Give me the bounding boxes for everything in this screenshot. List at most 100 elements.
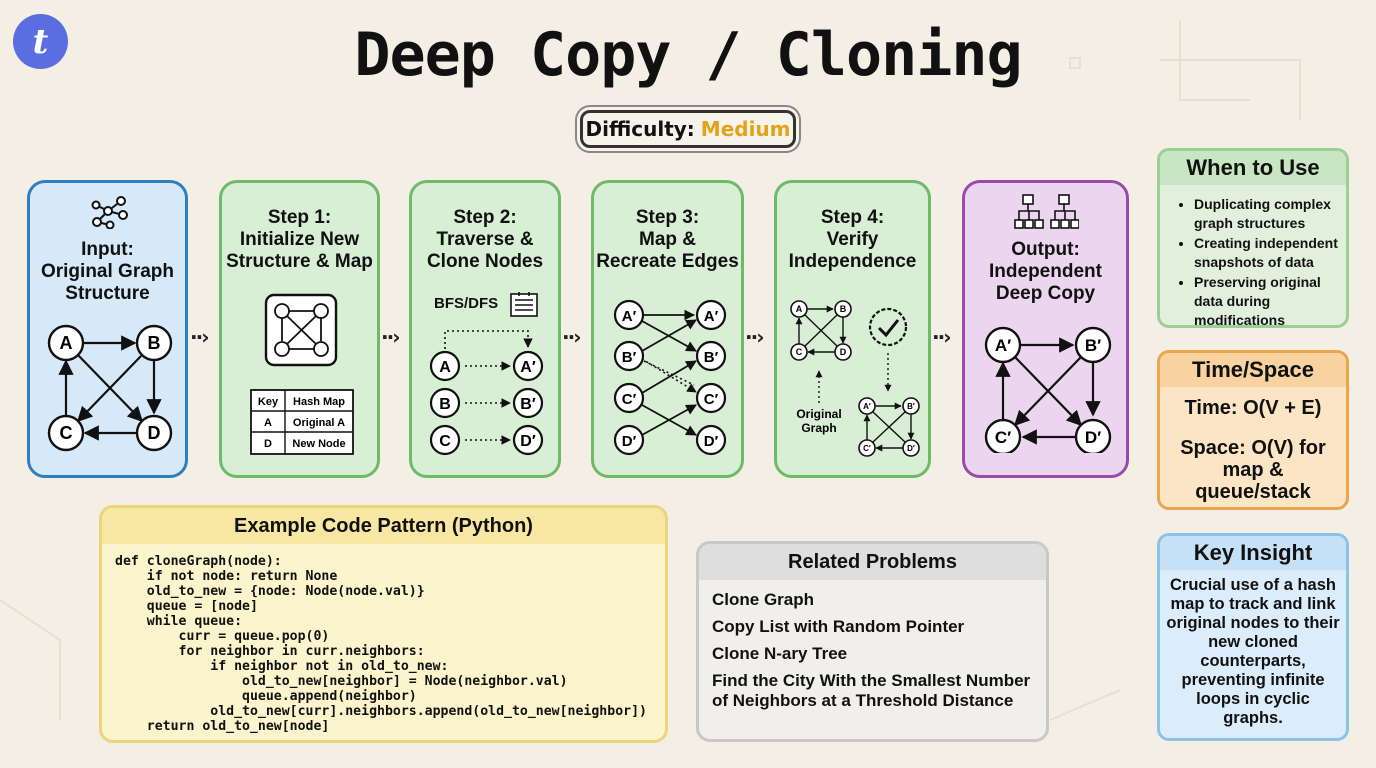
graph-node: D′ [520, 433, 536, 450]
step3-title-line: Recreate Edges [596, 251, 739, 272]
graph-node: B′ [622, 349, 637, 366]
flow-arrow-icon: ··› [745, 325, 764, 349]
step2-title-line: Step 2: [453, 207, 517, 228]
graph-node: D′ [1085, 428, 1101, 447]
when-to-use-list: Duplicating complex graph structures Cre… [1160, 195, 1346, 325]
table-cell: Original A [293, 417, 345, 429]
step1-title-line: Structure & Map [226, 251, 373, 272]
step1-title-line: Step 1: [267, 207, 332, 228]
related-problem-item: Clone N-ary Tree [712, 644, 848, 663]
step3-title-line: Step 3: [635, 207, 700, 228]
graph-node: C′ [622, 391, 637, 408]
graph-node: C′ [995, 428, 1011, 447]
input-graph: A B C D [47, 324, 173, 452]
clone-nodes-diagram: A A′ B B′ C D′ [429, 330, 544, 456]
bfs-dfs-label: BFS/DFS [434, 295, 499, 312]
logo-badge: t [13, 14, 68, 69]
key-insight-panel: Key Insight Crucial use of a hash map to… [1157, 533, 1349, 741]
output-title-line: Independent [989, 261, 1102, 282]
graph-node: A [60, 333, 73, 353]
table-cell: Hash Map [293, 396, 345, 408]
step1-title: Step 1: Initialize New Structure & Map [222, 207, 377, 273]
graph-node: B′ [907, 402, 915, 411]
key-insight-text: Crucial use of a hash map to track and l… [1166, 576, 1340, 727]
when-to-use-panel: When to Use Duplicating complex graph st… [1157, 148, 1349, 328]
flow-arrow-icon: ··› [932, 325, 951, 349]
step3-title: Step 3: Map & Recreate Edges [594, 207, 741, 273]
flow-arrow-icon: ··› [190, 325, 209, 349]
code-title: Example Code Pattern (Python) [102, 508, 665, 544]
graph-node: D′ [907, 444, 915, 453]
code-panel: Example Code Pattern (Python) def cloneG… [99, 505, 668, 743]
time-space-body: Time: O(V + E) Space: O(V) for map & que… [1160, 397, 1346, 503]
list-item: Preserving original data during modifica… [1194, 273, 1346, 325]
graph-node: B′ [704, 349, 719, 366]
graph-node: D [148, 423, 161, 443]
list-icon [510, 292, 538, 317]
difficulty-badge: Difficulty: Medium [580, 110, 796, 148]
list-item: Duplicating complex graph structures [1194, 195, 1346, 233]
space-complexity: map & [1222, 459, 1284, 481]
graph-node: D′ [622, 433, 637, 450]
time-complexity: Time: O(V + E) [1184, 397, 1322, 419]
graph-node: D′ [704, 433, 719, 450]
step2-title: Step 2: Traverse & Clone Nodes [412, 207, 558, 273]
graph-node: B [840, 304, 847, 314]
time-space-title: Time/Space [1160, 353, 1346, 387]
space-complexity: Space: O(V) for [1180, 437, 1326, 459]
step2-title-line: Clone Nodes [426, 251, 544, 272]
related-title: Related Problems [699, 544, 1046, 580]
time-space-panel: Time/Space Time: O(V + E) Space: O(V) fo… [1157, 350, 1349, 510]
recreate-edges-diagram: A′ A′ B′ B′ C′ C′ D′ D′ [613, 299, 727, 456]
related-list: Clone Graph Copy List with Random Pointe… [699, 580, 1046, 711]
flow-arrow-icon: ··› [381, 325, 400, 349]
space-complexity: queue/stack [1195, 481, 1311, 503]
hierarchy-copy-icon [1014, 194, 1079, 229]
when-to-use-title: When to Use [1160, 151, 1346, 185]
graph-node: A [439, 359, 451, 376]
graph-node: C [439, 433, 451, 450]
graph-node: A′ [704, 308, 719, 325]
output-title-line: Output: [1011, 239, 1080, 260]
hash-map-table: Key Hash Map A Original A D New Node [250, 389, 354, 455]
graph-node: A′ [863, 402, 871, 411]
graph-node: C [60, 423, 73, 443]
related-problem-item: Find the City With the Smallest Number o… [712, 671, 1031, 710]
input-title: Input: Original Graph Structure [30, 239, 185, 305]
step1-panel: Step 1: Initialize New Structure & Map K… [219, 180, 380, 478]
original-graph-label: Graph [801, 421, 836, 435]
step4-title-line: Independence [788, 251, 917, 272]
input-title-line: Structure [65, 283, 150, 304]
graph-node: B [439, 396, 451, 413]
logo-glyph: t [32, 21, 49, 62]
table-cell: D [264, 438, 272, 450]
graph-node: D [840, 347, 847, 357]
step4-title-line: Verify [826, 229, 879, 250]
original-graph-label: Original [796, 407, 841, 421]
input-panel: Input: Original Graph Structure A B C D [27, 180, 188, 478]
graph-node: A [796, 304, 803, 314]
step2-panel: Step 2: Traverse & Clone Nodes BFS/DFS A… [409, 180, 561, 478]
difficulty-level: Medium [700, 117, 791, 141]
graph-node: A′ [520, 359, 536, 376]
input-title-line: Original Graph [40, 261, 175, 282]
check-circle-icon [868, 307, 908, 347]
graph-node: C′ [704, 391, 719, 408]
graph-node: A′ [995, 336, 1011, 355]
step4-title: Step 4: Verify Independence [777, 207, 928, 273]
graph-network-icon [91, 196, 128, 229]
output-graph: A′ B′ C′ D′ [984, 326, 1112, 453]
step2-title-line: Traverse & [436, 229, 534, 250]
graph-node: B′ [1085, 336, 1101, 355]
empty-structure-icon [264, 293, 338, 367]
step4-title-line: Step 4: [820, 207, 885, 228]
graph-node: C′ [863, 444, 871, 453]
verify-diagram: A B C D Original Graph A′ B′ [790, 300, 920, 457]
output-panel: Output: Independent Deep Copy A′ B′ C′ D… [962, 180, 1129, 478]
flow-arrow-icon: ··› [562, 325, 581, 349]
related-problem-item: Copy List with Random Pointer [712, 617, 965, 636]
output-title: Output: Independent Deep Copy [965, 239, 1126, 305]
graph-node: A′ [622, 308, 637, 325]
key-insight-title: Key Insight [1160, 536, 1346, 570]
